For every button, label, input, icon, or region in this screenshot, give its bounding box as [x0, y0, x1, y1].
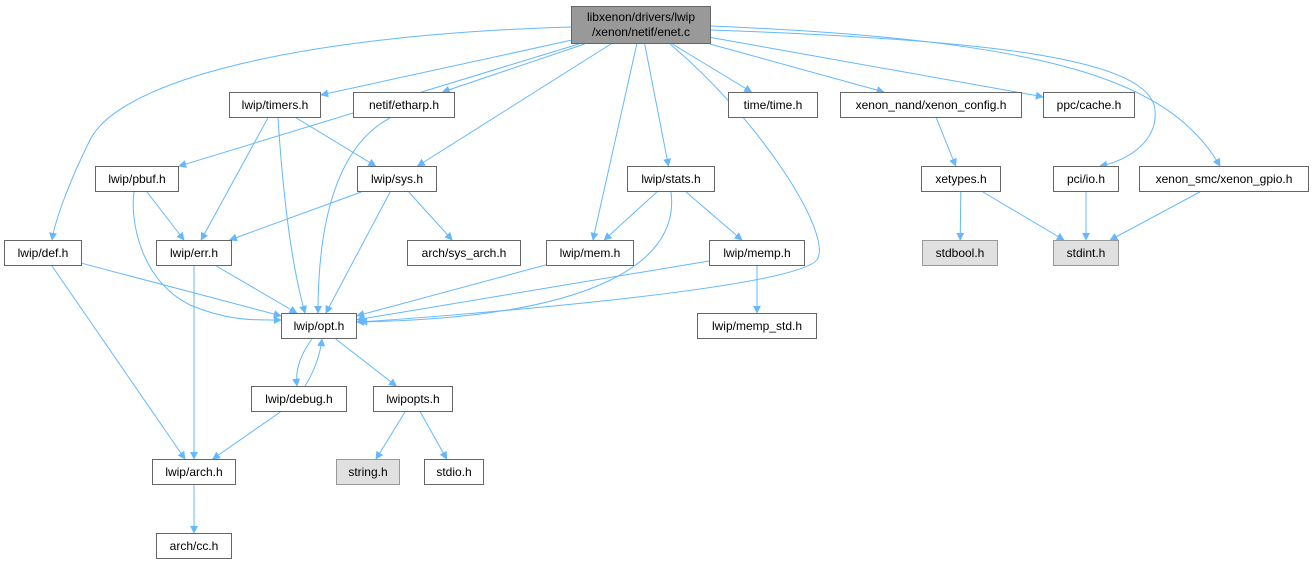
- graph-node-cache[interactable]: ppc/cache.h: [1043, 92, 1135, 118]
- graph-node-gpio[interactable]: xenon_smc/xenon_gpio.h: [1139, 166, 1309, 192]
- graph-node-label: lwip/arch.h: [165, 464, 223, 479]
- graph-edge-timers-to-err: [200, 117, 269, 241]
- graph-edge-sys-to-sysarch: [408, 191, 453, 241]
- graph-edge-opt-to-debug: [292, 338, 313, 387]
- graph-edge-sys-to-err: [228, 191, 362, 242]
- graph-node-label: lwip/opt.h: [293, 318, 345, 333]
- graph-edge-enet-to-sys: [416, 43, 612, 167]
- graph-node-def[interactable]: lwip/def.h: [4, 240, 82, 266]
- graph-node-cc[interactable]: arch/cc.h: [156, 533, 232, 559]
- graph-node-stringh[interactable]: string.h: [336, 459, 400, 485]
- graph-edge-xconfig-to-xetypes: [935, 117, 957, 167]
- graph-node-label: lwip/sys.h: [370, 171, 423, 186]
- graph-node-memp[interactable]: lwip/memp.h: [709, 240, 805, 266]
- graph-edge-pbuf-to-opt: [132, 191, 282, 325]
- graph-node-xconfig[interactable]: xenon_nand/xenon_config.h: [840, 92, 1022, 118]
- graph-edge-enet-to-stats: [644, 43, 672, 167]
- graph-edge-enet-to-cache: [710, 37, 1044, 100]
- graph-node-label: string.h: [348, 464, 388, 479]
- graph-node-label: lwip/mem.h: [559, 245, 621, 260]
- graph-node-arch[interactable]: lwip/arch.h: [152, 459, 236, 485]
- graph-node-label: lwip/memp_std.h: [711, 318, 803, 333]
- graph-node-stdbool[interactable]: stdbool.h: [922, 240, 998, 266]
- graph-edge-stats-to-mem: [603, 191, 658, 241]
- graph-node-label: time/time.h: [743, 97, 803, 112]
- graph-node-err[interactable]: lwip/err.h: [156, 240, 232, 266]
- graph-edge-timers-to-opt: [277, 117, 307, 314]
- graph-edge-enet-to-mem: [590, 43, 638, 241]
- graph-node-label: arch/cc.h: [169, 538, 219, 553]
- graph-edge-sys-to-opt: [325, 191, 391, 314]
- graph-node-label: lwip/pbuf.h: [108, 171, 166, 186]
- graph-node-label: lwip/def.h: [17, 245, 69, 260]
- graph-node-label: lwip/debug.h: [265, 391, 333, 406]
- graph-edge-timers-to-sys: [296, 117, 377, 167]
- graph-edge-memp-to-opt: [356, 260, 710, 323]
- graph-edge-lwipopts-to-stdio: [419, 411, 448, 460]
- graph-node-label: lwip/timers.h: [241, 97, 309, 112]
- graph-node-label: lwipopts.h: [386, 391, 440, 406]
- graph-node-sysarch[interactable]: arch/sys_arch.h: [407, 240, 521, 266]
- graph-node-time[interactable]: time/time.h: [728, 92, 818, 118]
- graph-node-label: lwip/memp.h: [723, 245, 791, 260]
- graph-edge-opt-to-lwipopts: [335, 338, 397, 387]
- graph-node-label: lwip/err.h: [169, 245, 219, 260]
- graph-edge-lwipopts-to-stringh: [375, 411, 406, 460]
- graph-edge-enet-to-etharp: [441, 43, 585, 94]
- graph-edge-enet-to-def: [49, 26, 572, 241]
- graph-node-enet[interactable]: libxenon/drivers/lwip/xenon/netif/enet.c: [571, 6, 711, 44]
- graph-node-label: ppc/cache.h: [1056, 97, 1122, 112]
- graph-edge-etharp-to-opt: [314, 117, 391, 314]
- graph-node-lwipopts[interactable]: lwipopts.h: [373, 386, 453, 412]
- graph-node-label: xenon_smc/xenon_gpio.h: [1155, 171, 1293, 186]
- graph-node-opt[interactable]: lwip/opt.h: [281, 313, 357, 339]
- graph-edge-def-to-arch: [51, 265, 186, 460]
- graph-node-label: stdbool.h: [935, 245, 985, 260]
- graph-edge-gpio-to-stdint: [1109, 191, 1201, 241]
- graph-node-timers[interactable]: lwip/timers.h: [229, 92, 321, 118]
- graph-edge-stats-to-opt: [356, 191, 673, 326]
- graph-node-stdio[interactable]: stdio.h: [424, 459, 484, 485]
- graph-node-label: /xenon/netif/enet.c: [591, 25, 691, 39]
- graph-node-xetypes[interactable]: xetypes.h: [921, 166, 1001, 192]
- graph-node-label: libxenon/drivers/lwip: [586, 10, 696, 24]
- graph-node-label: pci/io.h: [1066, 171, 1106, 186]
- graph-edge-debug-to-arch: [212, 411, 281, 460]
- graph-edge-err-to-opt: [216, 265, 298, 314]
- graph-node-pciio[interactable]: pci/io.h: [1053, 166, 1119, 192]
- graph-edge-mem-to-opt: [356, 264, 547, 318]
- graph-edge-enet-to-pciio: [710, 29, 1156, 169]
- graph-node-stats[interactable]: lwip/stats.h: [627, 166, 715, 192]
- graph-node-sys[interactable]: lwip/sys.h: [357, 166, 437, 192]
- graph-edge-xetypes-to-stdbool: [956, 191, 965, 241]
- graph-node-mem[interactable]: lwip/mem.h: [546, 240, 634, 266]
- graph-edge-enet-to-xconfig: [709, 43, 885, 94]
- graph-node-label: xenon_nand/xenon_config.h: [855, 97, 1007, 112]
- graph-node-mempstd[interactable]: lwip/memp_std.h: [697, 313, 817, 339]
- graph-node-label: lwip/stats.h: [641, 171, 701, 186]
- graph-node-pbuf[interactable]: lwip/pbuf.h: [95, 166, 179, 192]
- graph-edge-pbuf-to-err: [146, 191, 185, 241]
- graph-node-label: xetypes.h: [935, 171, 987, 186]
- graph-node-label: arch/sys_arch.h: [421, 245, 507, 260]
- graph-edge-enet-to-gpio: [710, 25, 1221, 167]
- graph-edge-enet-to-opt: [359, 43, 820, 326]
- graph-node-label: netif/etharp.h: [368, 97, 440, 112]
- graph-node-etharp[interactable]: netif/etharp.h: [353, 92, 455, 118]
- graph-edge-debug-to-opt: [304, 338, 326, 387]
- graph-edge-enet-to-timers: [320, 39, 572, 98]
- graph-node-label: stdint.h: [1066, 245, 1106, 260]
- graph-node-debug[interactable]: lwip/debug.h: [251, 386, 347, 412]
- graph-node-label: stdio.h: [436, 464, 472, 479]
- graph-edge-xetypes-to-stdint: [982, 191, 1065, 241]
- graph-edge-stats-to-memp: [685, 191, 743, 241]
- graph-edge-def-to-opt: [81, 262, 282, 318]
- graph-edge-enet-to-time: [672, 43, 753, 93]
- graph-node-stdint[interactable]: stdint.h: [1053, 240, 1119, 266]
